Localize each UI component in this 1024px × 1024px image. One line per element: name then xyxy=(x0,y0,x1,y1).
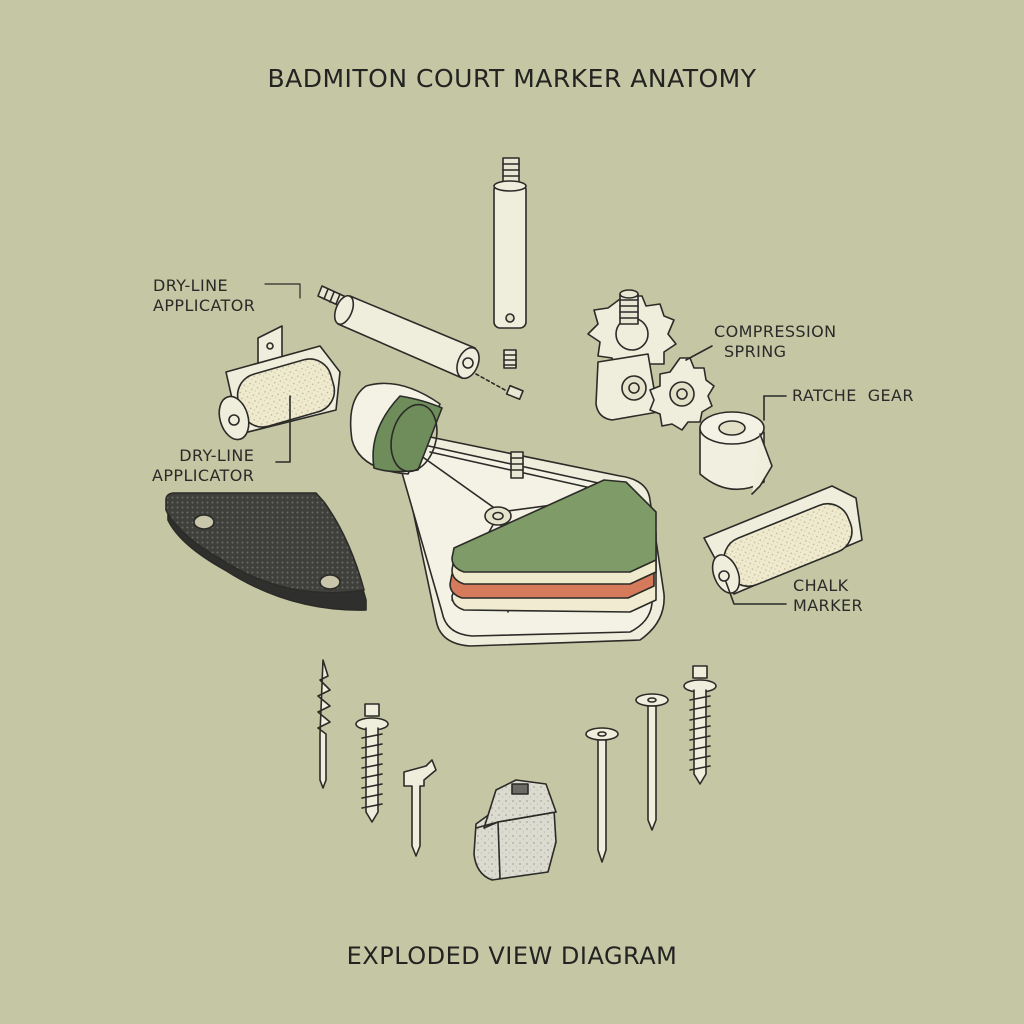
label-dry-line-applicator-top: DRY-LINE APPLICATOR xyxy=(153,276,255,316)
pad-stack xyxy=(449,479,657,613)
leader-lines xyxy=(264,283,301,299)
diagram-title: BADMITON COURT MARKER ANATOMY xyxy=(267,64,757,93)
gear-cluster xyxy=(587,289,715,431)
black-mesh-pad xyxy=(165,492,367,611)
flat-pin-left xyxy=(585,727,619,863)
label-line: APPLICATOR xyxy=(153,296,256,315)
axle-rod xyxy=(317,285,524,401)
hook-stake xyxy=(403,759,437,857)
bottom-fasteners xyxy=(317,659,717,881)
label-ratchet-gear: RATCHE GEAR xyxy=(792,386,914,406)
label-line: CHALK xyxy=(793,576,849,595)
diagram-caption: EXPLODED VIEW DIAGRAM xyxy=(346,942,678,970)
flat-pin-right xyxy=(635,693,669,831)
dry-line-applicator-roller-top xyxy=(218,325,341,463)
label-line: COMPRESSION xyxy=(714,322,837,341)
hex-screw xyxy=(355,703,389,823)
label-line: APPLICATOR xyxy=(152,466,255,485)
label-compression-spring: COMPRESSION SPRING xyxy=(714,322,836,362)
label-line: DRY-LINE xyxy=(153,276,228,295)
hex-screw-right xyxy=(683,665,717,785)
label-line: MARKER xyxy=(793,596,863,615)
label-dry-line-applicator-bottom: DRY-LINE APPLICATOR xyxy=(152,446,254,486)
label-chalk-marker: CHALK MARKER xyxy=(793,576,863,616)
chalk-marker-roller xyxy=(703,485,863,605)
label-line: SPRING xyxy=(724,342,787,361)
foam-block xyxy=(473,779,557,881)
label-line: DRY-LINE xyxy=(179,446,255,465)
ratchet-gear xyxy=(699,395,787,495)
barbed-spike xyxy=(317,659,331,789)
label-line: RATCHE GEAR xyxy=(792,386,914,405)
vertical-post xyxy=(493,157,527,369)
